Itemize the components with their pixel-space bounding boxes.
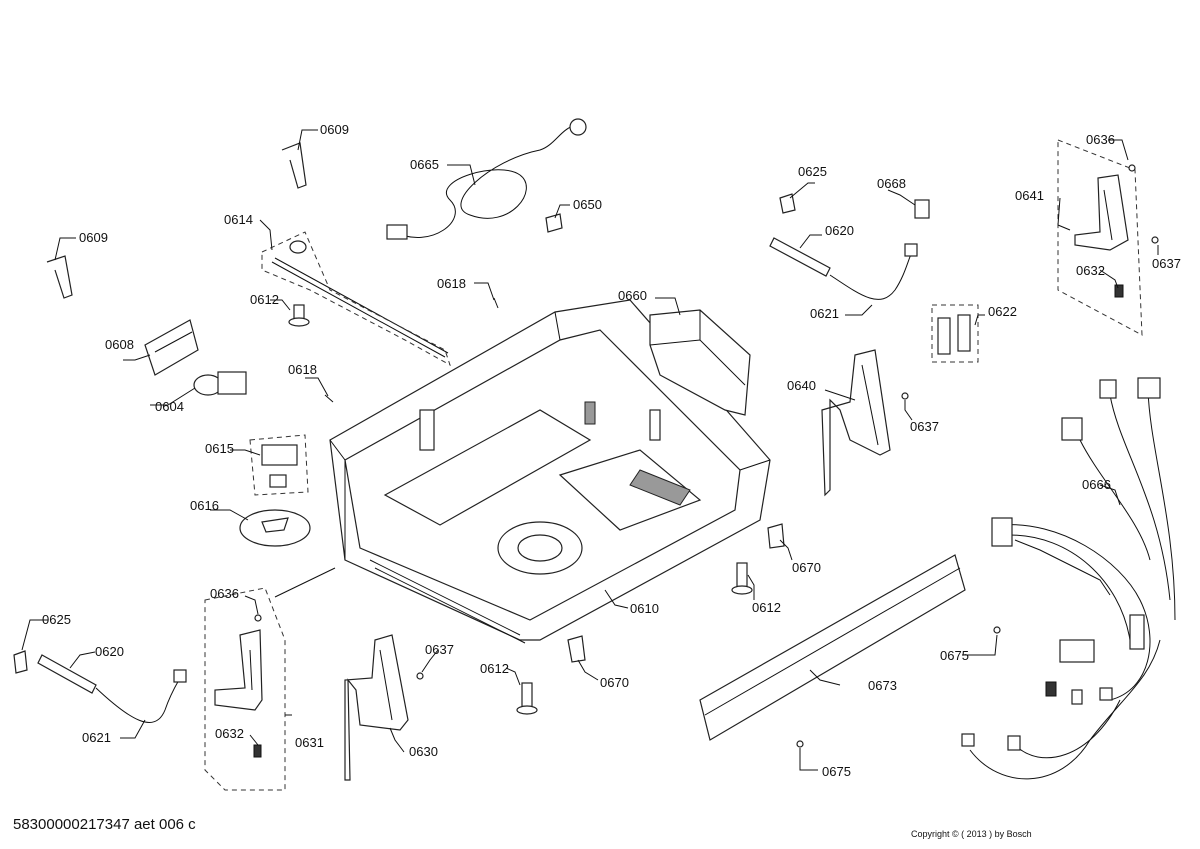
callout-0612-left: 0612 <box>250 292 279 307</box>
callout-0620-top: 0620 <box>825 223 854 238</box>
callout-0625-top: 0625 <box>798 164 827 179</box>
callout-0618-top: 0618 <box>437 276 466 291</box>
base-frame-drawing <box>329 299 771 644</box>
callout-0620-left: 0620 <box>95 644 124 659</box>
callout-0604: 0604 <box>155 399 184 414</box>
bracket-drawing-0640 <box>821 349 909 497</box>
callout-0609-top: 0609 <box>320 122 349 137</box>
callout-0609-left: 0609 <box>79 230 108 245</box>
callout-0610: 0610 <box>630 601 659 616</box>
callout-0637-mid: 0637 <box>910 419 939 434</box>
bracket-drawing-0630 <box>344 634 424 781</box>
callout-labels: 0609 0609 0665 0650 0614 0612 0618 0618 … <box>42 122 1181 779</box>
callout-0637-right: 0637 <box>1152 256 1181 271</box>
callout-0631: 0631 <box>295 735 324 750</box>
callout-0622: 0622 <box>988 304 1017 319</box>
callout-0675-bottom: 0675 <box>822 764 851 779</box>
callout-0660: 0660 <box>618 288 647 303</box>
callout-0632-right: 0632 <box>1076 263 1105 278</box>
callout-0640: 0640 <box>787 378 816 393</box>
callout-0616: 0616 <box>190 498 219 513</box>
callout-0650: 0650 <box>573 197 602 212</box>
callout-0621-left: 0621 <box>82 730 111 745</box>
callout-0665: 0665 <box>410 157 439 172</box>
callout-0618-mid: 0618 <box>288 362 317 377</box>
bracket-group-0631 <box>204 587 286 791</box>
callout-0670-right: 0670 <box>792 560 821 575</box>
leader-lines <box>21 129 1159 771</box>
callout-0615: 0615 <box>205 441 234 456</box>
callout-0608: 0608 <box>105 337 134 352</box>
callout-0636-left: 0636 <box>210 586 239 601</box>
callout-0670-bottom: 0670 <box>600 675 629 690</box>
small-parts-drawings <box>13 118 1001 748</box>
callout-0612-bottom: 0612 <box>480 661 509 676</box>
callout-0630: 0630 <box>409 744 438 759</box>
callout-0612-right: 0612 <box>752 600 781 615</box>
wiring-harness-drawing-0666 <box>961 377 1176 780</box>
panel-drawing-0673 <box>699 554 966 741</box>
copyright-notice: Copyright © ( 2013 ) by Bosch <box>911 829 1032 839</box>
diagram-code: 58300000217347 aet 006 c <box>13 816 196 833</box>
callout-0621-top: 0621 <box>810 306 839 321</box>
callout-0636-right: 0636 <box>1086 132 1115 147</box>
callout-0632-left: 0632 <box>215 726 244 741</box>
callout-0675-right: 0675 <box>940 648 969 663</box>
callout-0668: 0668 <box>877 176 906 191</box>
callout-0673: 0673 <box>868 678 897 693</box>
callout-0637-left: 0637 <box>425 642 454 657</box>
control-housing-drawing-0660 <box>649 309 751 416</box>
bracket-group-0641 <box>1057 139 1159 336</box>
callout-0641: 0641 <box>1015 188 1044 203</box>
callout-0666: 0666 <box>1082 477 1111 492</box>
callout-0614: 0614 <box>224 212 253 227</box>
callout-0625-left: 0625 <box>42 612 71 627</box>
